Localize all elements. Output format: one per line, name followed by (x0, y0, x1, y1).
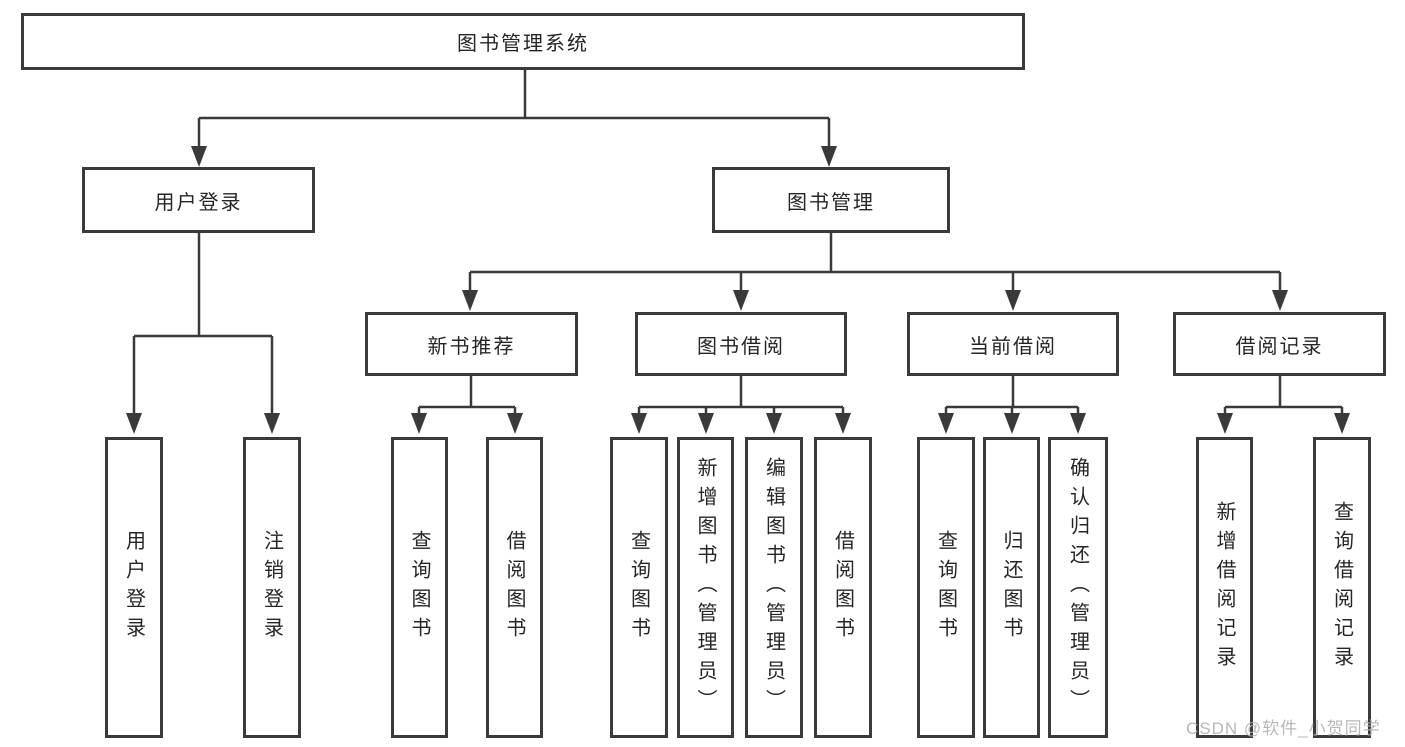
arrow-icon (821, 146, 837, 167)
leaf-borrow-books-2-label: 借阅图书 (831, 529, 854, 646)
arrow-icon (733, 290, 749, 311)
node-new-book-recommend: 新书推荐 (365, 312, 578, 376)
leaf-logout-label: 注销登录 (260, 529, 283, 646)
leaf-add-book-admin: 新增图书（管理员） (677, 437, 734, 738)
arrow-icon (766, 413, 782, 434)
leaf-query-borrow-record: 查询借阅记录 (1313, 437, 1371, 738)
leaf-return-book: 归还图书 (983, 437, 1040, 738)
edge-new-book-to-leaves (417, 376, 517, 415)
node-book-management: 图书管理 (712, 167, 950, 233)
leaf-query-books-3-label: 查询图书 (934, 529, 957, 646)
arrow-icon (1070, 413, 1086, 434)
leaf-confirm-return-admin-label: 确认归还（管理员） (1066, 457, 1089, 718)
arrowheads-borrow-records-leaves (1217, 413, 1350, 434)
leaf-query-borrow-record-label: 查询借阅记录 (1330, 500, 1353, 675)
arrowheads-level3 (462, 290, 1288, 311)
leaf-confirm-return-admin: 确认归还（管理员） (1048, 437, 1108, 738)
node-book-borrow-label: 图书借阅 (697, 335, 785, 358)
node-root: 图书管理系统 (21, 13, 1025, 70)
arrow-icon (411, 413, 427, 434)
edge-current-borrow-to-leaves (944, 376, 1080, 415)
node-borrow-records: 借阅记录 (1173, 312, 1386, 376)
node-root-label: 图书管理系统 (457, 33, 589, 55)
node-user-login: 用户登录 (82, 167, 315, 233)
leaf-query-books-2: 查询图书 (610, 437, 668, 738)
arrow-icon (1334, 413, 1350, 434)
arrow-icon (126, 413, 142, 434)
edge-borrow-records-to-leaves (1223, 376, 1344, 415)
leaf-return-book-label: 归还图书 (1000, 529, 1022, 646)
node-book-borrow: 图书借阅 (635, 312, 847, 376)
arrowheads-book-borrow-leaves (631, 413, 851, 434)
node-borrow-records-label: 借阅记录 (1235, 335, 1324, 358)
edge-book-mgmt-to-level3 (468, 233, 1282, 292)
arrow-icon (1005, 290, 1021, 311)
leaf-query-books-1: 查询图书 (391, 437, 448, 738)
arrowheads-user-login-leaves (126, 413, 280, 434)
edge-user-login-to-leaves (132, 233, 274, 415)
arrow-icon (1272, 290, 1288, 311)
arrow-icon (507, 413, 523, 434)
leaf-borrow-books-1-label: 借阅图书 (503, 529, 525, 646)
edge-book-borrow-to-leaves (637, 376, 845, 415)
leaf-add-book-admin-label: 新增图书（管理员） (694, 457, 716, 718)
node-user-login-label: 用户登录 (154, 191, 243, 214)
leaf-query-books-2-label: 查询图书 (627, 529, 650, 646)
arrow-icon (835, 413, 851, 434)
watermark: CSDN @软件_小贺同学 (1186, 719, 1381, 738)
arrow-icon (631, 413, 647, 434)
arrowheads-new-book-leaves (411, 413, 523, 434)
leaf-add-borrow-record: 新增借阅记录 (1196, 437, 1253, 738)
leaf-query-books-3: 查询图书 (917, 437, 975, 738)
arrowheads-level2 (191, 146, 837, 167)
node-current-borrow-label: 当前借阅 (969, 335, 1057, 358)
leaf-query-books-1-label: 查询图书 (408, 529, 430, 646)
arrow-icon (462, 290, 478, 311)
leaf-borrow-books-1: 借阅图书 (486, 437, 543, 738)
leaf-logout: 注销登录 (243, 437, 301, 738)
leaf-add-borrow-record-label: 新增借阅记录 (1213, 500, 1235, 675)
leaf-edit-book-admin-label: 编辑图书（管理员） (762, 457, 785, 718)
arrow-icon (191, 146, 207, 167)
node-book-management-label: 图书管理 (787, 191, 875, 214)
arrow-icon (938, 413, 954, 434)
arrowheads-current-borrow-leaves (938, 413, 1086, 434)
leaf-edit-book-admin: 编辑图书（管理员） (745, 437, 803, 738)
arrow-icon (264, 413, 280, 434)
leaf-user-login: 用户登录 (105, 437, 163, 738)
leaf-borrow-books-2: 借阅图书 (814, 437, 872, 738)
leaf-user-login-label: 用户登录 (122, 529, 145, 646)
arrow-icon (698, 413, 714, 434)
edge-root-to-level2 (197, 70, 831, 148)
node-new-book-recommend-label: 新书推荐 (427, 335, 516, 358)
arrow-icon (1217, 413, 1233, 434)
node-current-borrow: 当前借阅 (907, 312, 1119, 376)
arrow-icon (1004, 413, 1020, 434)
